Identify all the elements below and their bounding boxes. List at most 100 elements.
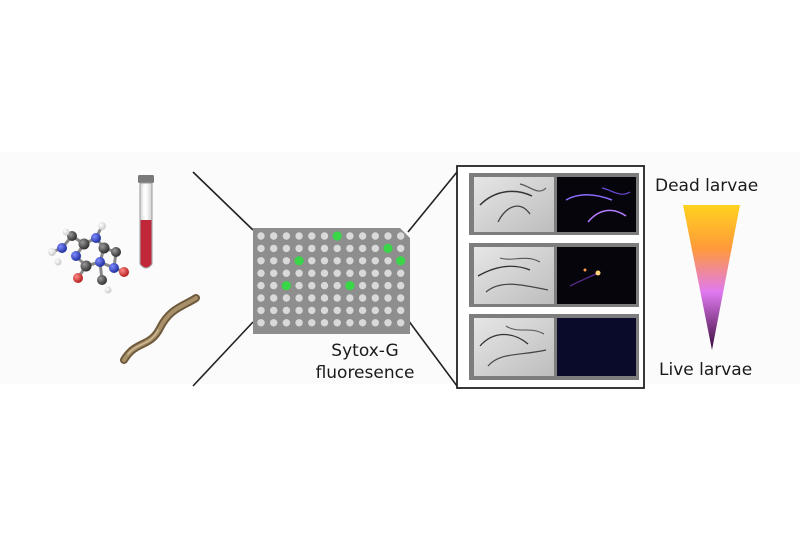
- well: [320, 244, 329, 253]
- well: [320, 294, 329, 302]
- well: [308, 232, 316, 240]
- well: [333, 319, 341, 327]
- test-tube-icon: [138, 175, 154, 269]
- well: [333, 269, 341, 277]
- well: [257, 257, 265, 265]
- well: [384, 319, 392, 327]
- well: [270, 319, 278, 327]
- larva-icon: [120, 294, 200, 364]
- well: [371, 281, 379, 290]
- well: [371, 294, 379, 302]
- scale-top-label: Dead larvae: [655, 176, 759, 196]
- well: [346, 232, 354, 240]
- well-plate-icon: [253, 228, 410, 334]
- well: [346, 319, 354, 327]
- well: [397, 306, 405, 315]
- well: [257, 269, 265, 277]
- fluorescent-well: [383, 243, 393, 253]
- well: [257, 319, 265, 327]
- fluorescent-well: [294, 256, 304, 266]
- well: [308, 257, 316, 265]
- well: [270, 232, 278, 240]
- well: [397, 319, 405, 327]
- well: [384, 269, 392, 277]
- fluorescent-well: [345, 281, 355, 291]
- well: [295, 244, 303, 253]
- well: [346, 269, 354, 277]
- well: [346, 244, 354, 253]
- well: [346, 306, 354, 315]
- well: [346, 257, 354, 265]
- well: [282, 257, 291, 265]
- well: [270, 281, 278, 290]
- well: [295, 319, 303, 327]
- well: [320, 319, 329, 327]
- well: [384, 281, 392, 290]
- well: [333, 281, 341, 290]
- well: [384, 306, 392, 315]
- plate-caption-line1: Sytox-G: [331, 341, 399, 361]
- well: [397, 244, 405, 253]
- well: [358, 306, 367, 315]
- well: [320, 269, 329, 277]
- well: [384, 257, 392, 265]
- well: [270, 244, 278, 253]
- well: [308, 319, 316, 327]
- well: [282, 232, 291, 240]
- well: [270, 294, 278, 302]
- well: [270, 269, 278, 277]
- dead-live-scale-icon: [683, 205, 740, 350]
- well: [333, 294, 341, 302]
- well: [371, 306, 379, 315]
- well: [270, 306, 278, 315]
- well: [295, 281, 303, 290]
- well: [295, 306, 303, 315]
- plate-caption: Sytox-G fluoresence: [290, 340, 440, 384]
- well: [257, 232, 265, 240]
- well: [358, 257, 367, 265]
- well: [397, 232, 405, 240]
- well: [295, 232, 303, 240]
- well: [320, 281, 329, 290]
- well: [295, 294, 303, 302]
- well: [358, 319, 367, 327]
- well: [308, 306, 316, 315]
- well: [358, 281, 367, 290]
- well: [320, 306, 329, 315]
- well: [257, 294, 265, 302]
- well: [397, 281, 405, 290]
- connector-lines: [192, 171, 458, 387]
- well: [371, 244, 379, 253]
- well: [346, 294, 354, 302]
- well: [358, 244, 367, 253]
- well: [397, 269, 405, 277]
- well: [358, 232, 367, 240]
- fluorescent-well: [281, 281, 291, 291]
- well: [371, 232, 379, 240]
- well: [308, 294, 316, 302]
- well: [295, 269, 303, 277]
- fluorescent-well: [396, 256, 406, 266]
- well: [333, 257, 341, 265]
- well: [282, 306, 291, 315]
- microscopy-panel-icon: [456, 165, 645, 389]
- well: [384, 232, 392, 240]
- well: [320, 257, 329, 265]
- scale-bottom-label: Live larvae: [659, 360, 753, 380]
- well: [397, 294, 405, 302]
- well: [308, 281, 316, 290]
- molecule-icon: [48, 222, 129, 294]
- well: [308, 244, 316, 253]
- well: [282, 244, 291, 253]
- well: [282, 269, 291, 277]
- fluorescent-well: [332, 231, 342, 241]
- well: [358, 269, 367, 277]
- well: [308, 269, 316, 277]
- well: [371, 319, 379, 327]
- well: [371, 269, 379, 277]
- well: [320, 232, 329, 240]
- well: [371, 257, 379, 265]
- well: [257, 306, 265, 315]
- well: [358, 294, 367, 302]
